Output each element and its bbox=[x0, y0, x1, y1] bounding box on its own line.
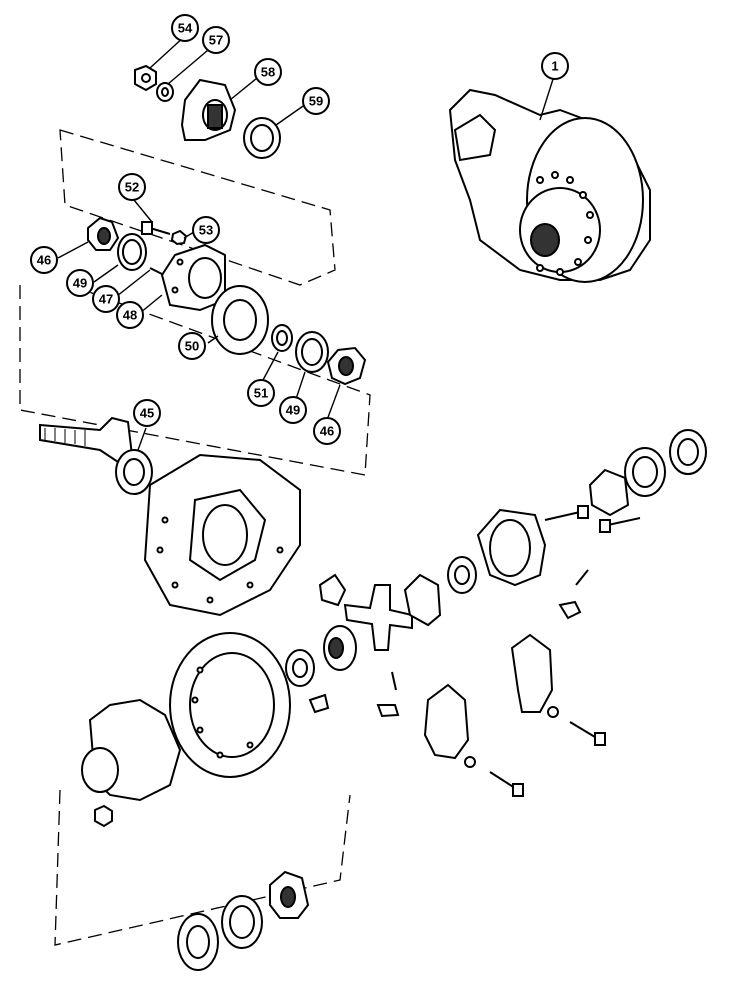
callout-49-upper: 49 bbox=[66, 269, 94, 297]
svg-text:49: 49 bbox=[73, 276, 87, 291]
lower-adjuster-nut bbox=[177, 913, 219, 971]
svg-text:49: 49 bbox=[286, 403, 300, 418]
side-gear-right bbox=[403, 573, 442, 627]
differential-case bbox=[476, 508, 547, 587]
callout-54: 54 bbox=[171, 14, 199, 42]
part-48-carrier-housing bbox=[160, 243, 226, 312]
thrust-washer-left bbox=[285, 649, 315, 687]
spider-cross bbox=[343, 584, 413, 651]
callout-46-upper: 46 bbox=[30, 246, 58, 274]
callout-58: 58 bbox=[254, 58, 282, 86]
group-outline-lower bbox=[54, 789, 351, 946]
callout-48: 48 bbox=[116, 301, 144, 329]
part-52-bolt bbox=[141, 221, 171, 235]
thrust-washer-right bbox=[447, 556, 477, 594]
svg-text:54: 54 bbox=[178, 21, 193, 36]
part-45-bearing bbox=[115, 449, 153, 495]
lower-nut bbox=[94, 804, 113, 828]
lock-plate-left bbox=[308, 693, 330, 714]
side-gear-left bbox=[323, 625, 357, 671]
callout-53: 53 bbox=[192, 216, 220, 244]
callout-1: 1 bbox=[541, 52, 569, 80]
part-46-bearing-cone-upper bbox=[87, 216, 120, 251]
part-59-seal bbox=[243, 117, 281, 159]
pinion-gear-small bbox=[318, 573, 347, 607]
callout-52: 52 bbox=[118, 173, 146, 201]
cap-bolt-right bbox=[547, 706, 606, 746]
svg-text:48: 48 bbox=[123, 308, 137, 323]
svg-text:53: 53 bbox=[199, 223, 213, 238]
svg-text:58: 58 bbox=[261, 65, 275, 80]
svg-text:57: 57 bbox=[209, 33, 223, 48]
bearing-cap-left bbox=[423, 683, 470, 760]
right-bearing-set bbox=[588, 429, 707, 517]
svg-text:50: 50 bbox=[185, 339, 199, 354]
callout-50: 50 bbox=[178, 332, 206, 360]
part-50-shim bbox=[211, 285, 269, 355]
callout-59: 59 bbox=[302, 87, 330, 115]
svg-text:59: 59 bbox=[309, 94, 323, 109]
part-49-bearing-cup-lower bbox=[295, 331, 329, 373]
part-47-pin bbox=[149, 267, 163, 275]
group-outline-upper bbox=[59, 129, 336, 286]
svg-text:46: 46 bbox=[320, 424, 334, 439]
ring-gear bbox=[169, 632, 291, 778]
callout-57: 57 bbox=[202, 26, 230, 54]
bearing-cap-right bbox=[510, 633, 554, 713]
pinion-gear bbox=[39, 416, 134, 464]
lock-pin-right bbox=[558, 569, 589, 620]
callout-47: 47 bbox=[92, 285, 120, 313]
part-51-spacer bbox=[271, 324, 293, 352]
part-58-yoke bbox=[180, 78, 237, 141]
part-57-washer bbox=[156, 82, 174, 102]
part-49-bearing-cup-upper bbox=[117, 233, 147, 271]
lock-pin-center bbox=[376, 671, 400, 718]
svg-text:47: 47 bbox=[99, 292, 113, 307]
lower-bearing-cup bbox=[221, 895, 263, 949]
callout-51: 51 bbox=[247, 379, 275, 407]
axle-housing bbox=[143, 453, 301, 617]
part-1-differential-assembly bbox=[448, 88, 651, 283]
lower-bearing-cone bbox=[269, 870, 310, 919]
group-outline-middle bbox=[19, 284, 371, 476]
part-54-nut bbox=[134, 64, 157, 92]
carrier-bolts bbox=[544, 505, 641, 533]
differential-case-half bbox=[81, 698, 182, 802]
part-53-nut bbox=[170, 229, 188, 246]
svg-text:45: 45 bbox=[140, 406, 154, 421]
svg-text:52: 52 bbox=[125, 180, 139, 195]
svg-text:51: 51 bbox=[254, 386, 268, 401]
svg-text:46: 46 bbox=[37, 253, 51, 268]
cap-bolt-left bbox=[464, 756, 524, 797]
callout-45: 45 bbox=[133, 399, 161, 427]
callout-49-lower: 49 bbox=[279, 396, 307, 424]
part-46-bearing-cone-lower bbox=[326, 346, 367, 386]
svg-text:1: 1 bbox=[551, 59, 558, 74]
callout-46-lower: 46 bbox=[313, 417, 341, 445]
